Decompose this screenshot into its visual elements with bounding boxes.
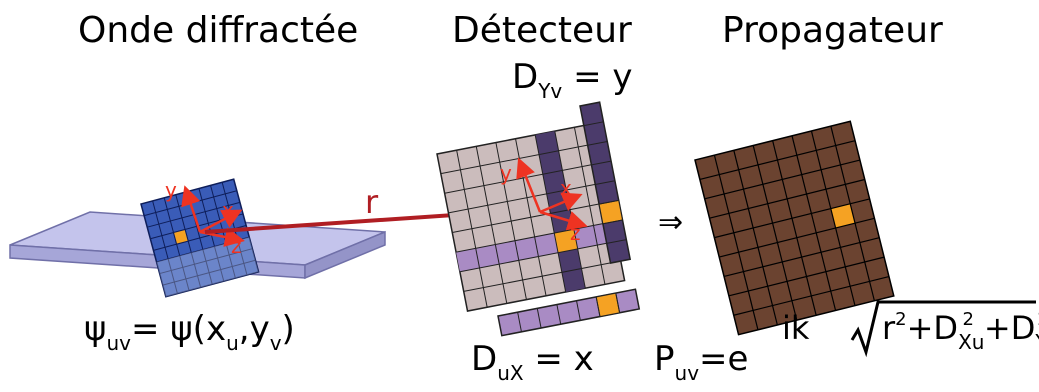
grid-line	[704, 159, 861, 200]
detector-row-strip	[497, 288, 641, 337]
grid-line	[723, 237, 880, 278]
equation-psi: ψuv= ψ(xu,yv)	[84, 309, 295, 355]
title-detector: Détecteur	[452, 10, 632, 51]
equation-p-uv: Puv=e	[654, 339, 749, 385]
grid-line	[699, 140, 856, 180]
detector-axis-z-label: z	[570, 221, 581, 245]
grid-line	[536, 308, 542, 329]
grid-line	[733, 275, 890, 316]
grid-line	[591, 160, 612, 166]
equation-d-ux: DuX = x	[471, 339, 594, 385]
grid-line	[791, 135, 837, 311]
grid-line	[709, 178, 865, 219]
grid-line	[517, 312, 522, 332]
wave-axis-y-label: y	[165, 178, 177, 202]
propagator-grid	[694, 120, 895, 336]
grid-line	[728, 256, 885, 297]
grid-line	[606, 239, 627, 244]
grid-line	[752, 145, 798, 321]
title-diffracted-wave: Onde diffractée	[78, 10, 359, 51]
propagator-highlight-cell	[830, 203, 856, 228]
grid-line	[598, 199, 619, 205]
grid-line	[459, 240, 618, 273]
grid-line	[719, 217, 875, 258]
grid-line	[452, 201, 610, 234]
grid-line	[162, 259, 256, 286]
detector-axes	[516, 157, 588, 231]
grid-line	[595, 180, 615, 186]
grid-line	[159, 248, 253, 275]
wave-highlight-cell	[172, 228, 189, 245]
grid-line	[810, 130, 856, 306]
detector-highlight-cell	[554, 229, 578, 253]
grid-line	[733, 150, 778, 326]
detector-axis-x-label: x	[560, 176, 572, 200]
grid-line	[576, 300, 581, 321]
grid-line	[556, 304, 562, 325]
detector-axis-y-label: y	[500, 161, 512, 185]
title-propagator: Propagateur	[722, 10, 943, 51]
grid-line	[714, 198, 870, 239]
sqrt-sign	[850, 300, 1036, 358]
wave-axis-z-label: z	[231, 234, 242, 258]
equation-p-exponent: ik	[782, 309, 810, 347]
grid-line	[463, 260, 621, 292]
implies-symbol: ⇒	[658, 205, 683, 240]
wave-axis-x-label: x	[222, 198, 234, 222]
equation-d-yv: DYv = y	[512, 57, 633, 103]
grid-line	[830, 125, 875, 301]
r-vector-label: r	[365, 183, 379, 221]
grid-line	[615, 293, 621, 313]
grid-line	[587, 140, 608, 146]
grid-line	[448, 181, 606, 214]
equation-p-exponent-terms: r2+DXu2+DYv2	[882, 309, 1039, 354]
detector-column-strip	[579, 101, 632, 264]
detector-grid	[436, 122, 626, 312]
grid-line	[772, 140, 817, 316]
grid-line	[595, 296, 601, 317]
grid-line	[713, 155, 759, 330]
grid-line	[583, 121, 604, 127]
grid-line	[602, 219, 623, 225]
diffracted-wave-grid	[140, 178, 260, 298]
